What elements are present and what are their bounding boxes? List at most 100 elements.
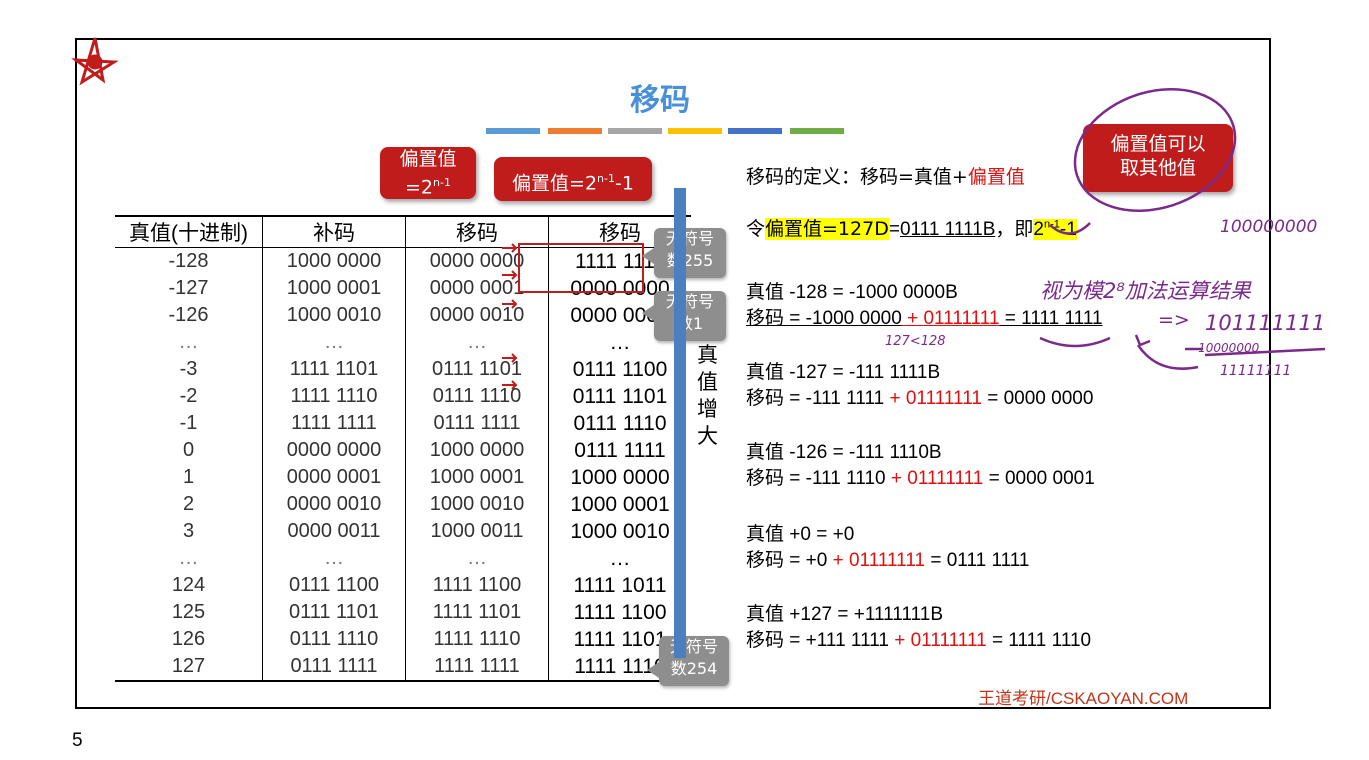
example-true-value: 真值 +127 = +1111111B — [746, 604, 944, 625]
slide-frame — [75, 38, 1271, 709]
let-binary: 0111 1111B — [899, 219, 996, 240]
cell-true-value: -126 — [168, 304, 209, 326]
cell-true-value: … — [178, 547, 199, 569]
definition-red: 偏置值 — [967, 166, 1025, 188]
example-result: = 0111 1111 — [925, 550, 1030, 571]
purple-ink — [1039, 88, 1326, 370]
example-result: = 1111 1111 — [999, 308, 1103, 329]
cell-excess-code-127: 0111 1100 — [548, 356, 691, 383]
cell-excess-code: 1111 1101 — [405, 599, 549, 626]
axis-label: 真 值 增 大 — [697, 342, 721, 450]
cell-true-value: 0 — [182, 439, 195, 461]
cell-excess-code: 0111 1111 — [405, 410, 549, 437]
bias-callout-a: 偏置值 =2n-1 — [380, 147, 476, 199]
cell-twos-complement: 0111 1110 — [262, 626, 406, 653]
cell-true-value: -2 — [179, 385, 198, 407]
cell-excess-code-127: 0111 1101 — [548, 383, 691, 410]
example-result: = 1111 1110 — [986, 630, 1092, 651]
bias-callout-b-tail: -1 — [615, 172, 634, 195]
example-calc-lhs: 移码 = -111 1111 — [746, 388, 885, 409]
cell-twos-complement: 0000 0001 — [262, 464, 406, 491]
cell-excess-code: … — [405, 329, 549, 356]
note-top: 100000000 — [1220, 217, 1317, 237]
cell-excess-code: 1000 0001 — [405, 464, 549, 491]
cell-excess-code-127: 1000 0000 — [548, 464, 691, 491]
cell-true-value: 125 — [171, 601, 206, 623]
bias-callout-b-sup: n-1 — [597, 172, 615, 185]
cell-excess-code-127: 0111 1110 — [548, 410, 691, 437]
example-bias: + 01111111 — [901, 308, 1000, 329]
cell-twos-complement: 1000 0000 — [262, 247, 406, 275]
example-calculation: 移码 = +111 1111 + 01111111 = 1111 1110 — [746, 625, 1091, 652]
bias-other-callout: 偏置值可以 取其他值 — [1083, 124, 1233, 192]
cell-excess-code-127: … — [548, 545, 691, 572]
table-row: ………… — [115, 545, 691, 572]
bias-callout-a-line1: 偏置值 — [399, 148, 457, 170]
header-excess-code: 移码 — [405, 215, 549, 248]
cell-twos-complement: 1111 1110 — [262, 383, 406, 410]
bias-callout-a-eq: =2 — [405, 176, 434, 199]
cell-excess-code: 0000 0001 — [405, 275, 549, 302]
title-color-bar — [548, 128, 602, 134]
cell-true-value: -128 — [168, 250, 209, 272]
cell-true-value: -127 — [168, 277, 209, 299]
title-color-bar — [486, 128, 540, 134]
cell-excess-code: 0111 1101 — [405, 356, 549, 383]
cell-twos-complement: 0000 0011 — [262, 518, 406, 545]
cell-twos-complement: 0111 1101 — [262, 599, 406, 626]
bias-callout-a-sup: n-1 — [433, 176, 451, 189]
let-sep: ，即 — [995, 218, 1034, 240]
cell-twos-complement: 0111 1100 — [262, 572, 406, 599]
cell-excess-code: 0000 0010 — [405, 302, 549, 329]
cell-twos-complement: 0111 1111 — [262, 653, 406, 682]
let-hl2-base: 2 — [1033, 219, 1044, 240]
let-eq: = — [888, 219, 900, 240]
value-axis-bar — [674, 188, 686, 658]
cell-twos-complement: 0000 0010 — [262, 491, 406, 518]
title-color-bar — [608, 128, 662, 134]
title-color-bar — [790, 128, 844, 134]
highlight-box — [518, 243, 644, 293]
cell-excess-code-127: 1000 0001 — [548, 491, 691, 518]
example-result: = 0000 0000 — [981, 388, 1094, 409]
cell-excess-code: 1000 0000 — [405, 437, 549, 464]
definition-line: 移码的定义：移码=真值+偏置值 — [746, 162, 1025, 189]
example-bias: + 01111111 — [827, 550, 926, 571]
cell-excess-code: 1111 1110 — [405, 626, 549, 653]
slide-title: 移码 — [630, 83, 690, 118]
example-true-value: 真值 -126 = -111 1110B — [746, 442, 942, 463]
example-calculation: 移码 = -111 1111 + 01111111 = 0000 0000 — [746, 383, 1093, 410]
cell-excess-code: 0111 1110 — [405, 383, 549, 410]
cell-excess-code: 1111 1111 — [405, 653, 549, 682]
let-hl2-sup: n-1 — [1043, 218, 1060, 231]
cell-true-value: 124 — [171, 574, 206, 596]
example-bias: + 01111111 — [888, 630, 987, 651]
header-true-value: 真值(十进制) — [115, 215, 263, 248]
example-true-value: 真值 -128 = -1000 0000B — [746, 282, 958, 303]
cell-twos-complement: … — [262, 545, 406, 572]
bias-other-line2: 取其他值 — [1119, 157, 1196, 179]
title-color-bar — [668, 128, 722, 134]
cell-twos-complement: 1111 1101 — [262, 356, 406, 383]
cell-true-value: 3 — [182, 520, 195, 542]
cell-twos-complement: 1111 1111 — [262, 410, 406, 437]
example-calc-lhs: 移码 = -1000 0000 — [746, 308, 902, 329]
cell-excess-code: 1111 1100 — [405, 572, 549, 599]
axis-char: 值 — [697, 370, 718, 394]
example-calculation: 移码 = -1000 0000 + 01111111 = 1111 1111 — [746, 303, 1103, 330]
axis-char: 真 — [697, 343, 718, 367]
cell-excess-code-127: 1000 0010 — [548, 518, 691, 545]
note-arrow: => — [1158, 309, 1190, 331]
note-calc-3: 11111111 — [1220, 363, 1291, 379]
